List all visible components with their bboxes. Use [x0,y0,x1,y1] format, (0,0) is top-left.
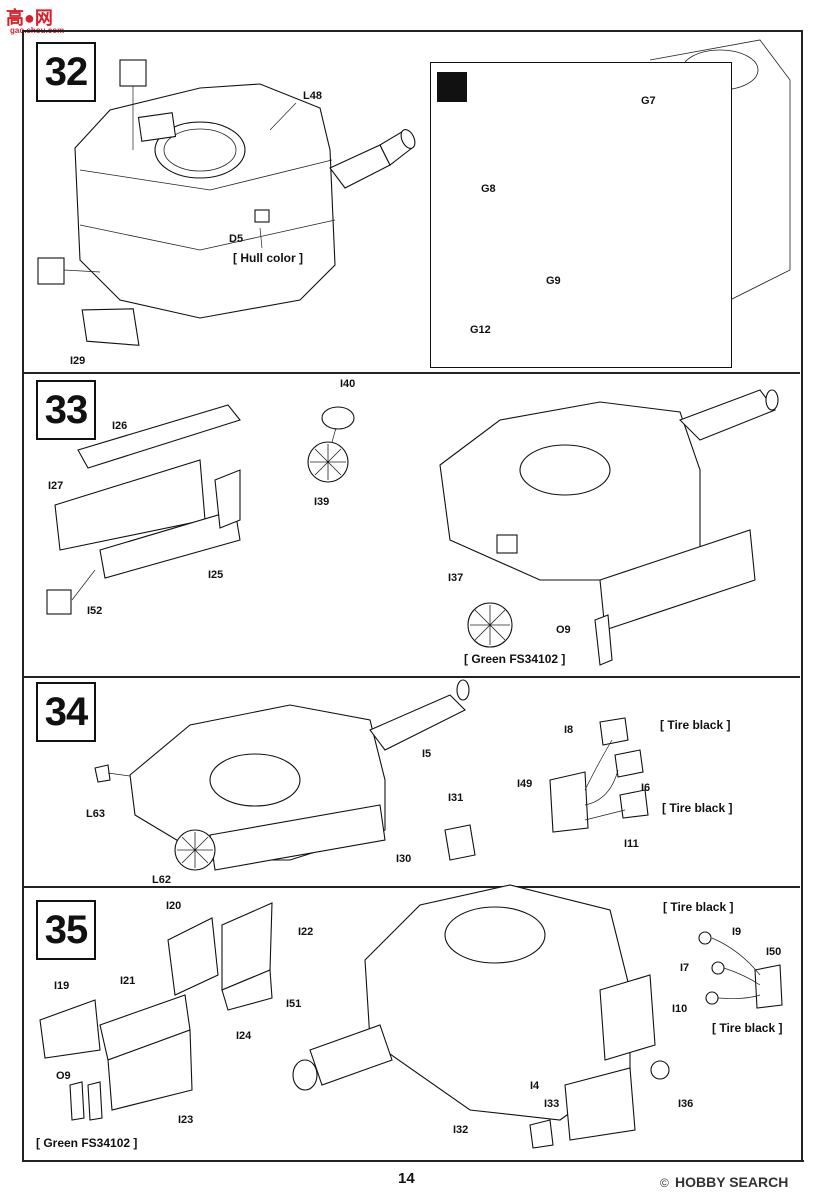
part-label: I22 [298,926,314,938]
part-label: I52 [87,605,103,617]
part-label: I37 [448,572,464,584]
part-label: G8 [481,183,496,195]
paint-note: [ Tire black ] [712,1021,783,1035]
part-label: I24 [236,1030,252,1042]
step-number-35: 35 [36,900,96,960]
part-label: I5 [422,748,432,760]
part-label: I40 [340,378,356,390]
part-label: I33 [544,1098,560,1110]
paint-note: [ Green FS34102 ] [36,1136,138,1150]
paint-note: [ Green FS34102 ] [464,652,566,666]
page-frame [22,30,804,1162]
divider-32-33 [24,372,800,374]
part-label: I39 [314,496,330,508]
frame-right [801,30,803,1160]
part-label: I7 [680,962,690,974]
watermark-icon: © [660,1176,669,1190]
turret-drawing-33 [439,389,779,666]
mudguard-drawing-33 [46,404,241,615]
detail-zoom-icon [437,72,467,102]
part-label: L48 [303,90,322,102]
page-number: 14 [398,1170,415,1187]
part-label: I49 [517,778,533,790]
wheel-drawing-33 [307,406,355,483]
part-label: I10 [672,1003,688,1015]
site-logo: 高●网 [6,8,53,28]
part-label: O9 [56,1070,71,1082]
step-number-34: 34 [36,682,96,742]
part-label: I21 [120,975,136,987]
part-label: I19 [54,980,70,992]
divider-34-35 [24,886,800,888]
paint-note: [ Tire black ] [662,801,733,815]
part-label: O9 [556,624,571,636]
part-label: G7 [641,95,656,107]
turret-drawing-35 [292,884,670,1149]
part-label: I51 [286,998,302,1010]
turret-drawing-32 [37,59,416,346]
part-label: G9 [546,275,561,287]
part-label: I29 [70,355,86,367]
part-label: I27 [48,480,64,492]
step-number-33: 33 [36,380,96,440]
part-label: D5 [229,233,244,245]
part-label: I31 [448,792,464,804]
paint-note: [ Tire black ] [663,900,734,914]
detail-inset-32 [430,62,732,368]
part-label: I25 [208,569,224,581]
part-label: I11 [624,838,639,850]
part-label: L63 [86,808,105,820]
paint-note: [ Tire black ] [660,718,731,732]
step-number-32: 32 [36,42,96,102]
part-label: I8 [564,724,574,736]
mudguard-drawing-35 [39,902,273,1121]
part-label: I30 [396,853,412,865]
part-label: I36 [678,1098,694,1110]
part-label: L62 [152,874,171,886]
part-label: I9 [732,926,742,938]
paint-note: [ Hull color ] [233,251,303,265]
watermark-text: HOBBY SEARCH [675,1174,789,1190]
part-label: I32 [453,1124,469,1136]
frame-top [22,30,802,32]
part-label: I50 [766,946,782,958]
divider-33-34 [24,676,800,678]
part-label: I4 [530,1080,540,1092]
tire-parts-drawing-34 [549,717,649,833]
tire-parts-drawing-35 [698,931,783,1009]
part-label: G12 [470,324,491,336]
part-label: I26 [112,420,128,432]
part-label: I6 [641,782,651,794]
part-label: I20 [166,900,182,912]
turret-drawing-34 [94,679,476,871]
part-label: I23 [178,1114,194,1126]
